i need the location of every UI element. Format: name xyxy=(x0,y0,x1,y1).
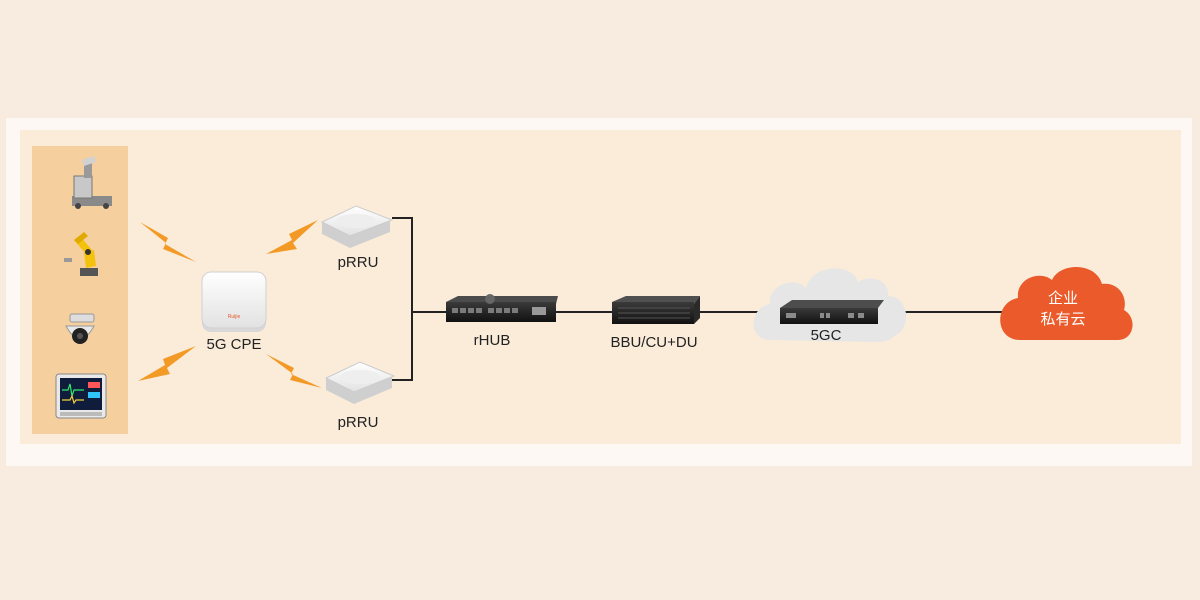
cloud-label-line-2: 私有云 xyxy=(1040,311,1086,328)
prru-top-label: pRRU xyxy=(337,254,379,271)
lightning-signal-icon xyxy=(138,346,196,381)
bbu-label: BBU/CU+DU xyxy=(610,334,698,351)
agv-robot-icon xyxy=(72,156,112,209)
rhub-device xyxy=(446,294,558,322)
bbu-device xyxy=(612,296,700,324)
wireless-signals xyxy=(138,220,322,388)
rhub-label: rHUB xyxy=(473,332,511,349)
industrial-robot-arm-icon xyxy=(64,232,98,276)
prru-top-device xyxy=(320,205,394,248)
enterprise-cloud-label: 企业 私有云 xyxy=(1040,288,1085,330)
cpe-label: 5G CPE xyxy=(206,336,262,353)
dome-camera-icon xyxy=(65,313,95,344)
link-prru-top xyxy=(392,217,413,381)
core-5gc-device xyxy=(780,300,884,324)
cloud-label-line-1: 企业 xyxy=(1047,290,1079,307)
lightning-signal-icon xyxy=(266,220,318,254)
core-label: 5GC xyxy=(810,327,842,344)
cpe-brand-logo: Ruijie xyxy=(228,314,241,320)
prru-bottom-label: pRRU xyxy=(337,414,379,431)
lightning-signal-icon xyxy=(140,222,196,262)
enterprise-cloud xyxy=(1000,266,1133,340)
cpe-device: Ruijie xyxy=(201,271,267,332)
prru-bottom-device xyxy=(324,361,396,404)
patient-monitor-icon xyxy=(55,373,107,419)
lightning-signal-icon xyxy=(266,354,322,388)
